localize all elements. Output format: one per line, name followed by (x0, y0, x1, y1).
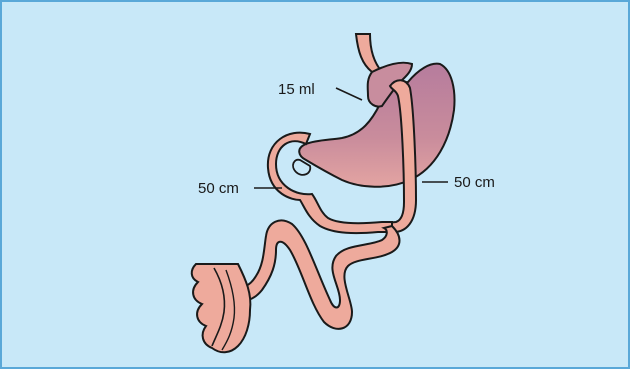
right-limb-length-label: 50 cm (454, 174, 495, 191)
pouch-volume-label: 15 ml (278, 81, 315, 98)
left-limb-length-label: 50 cm (198, 180, 239, 197)
